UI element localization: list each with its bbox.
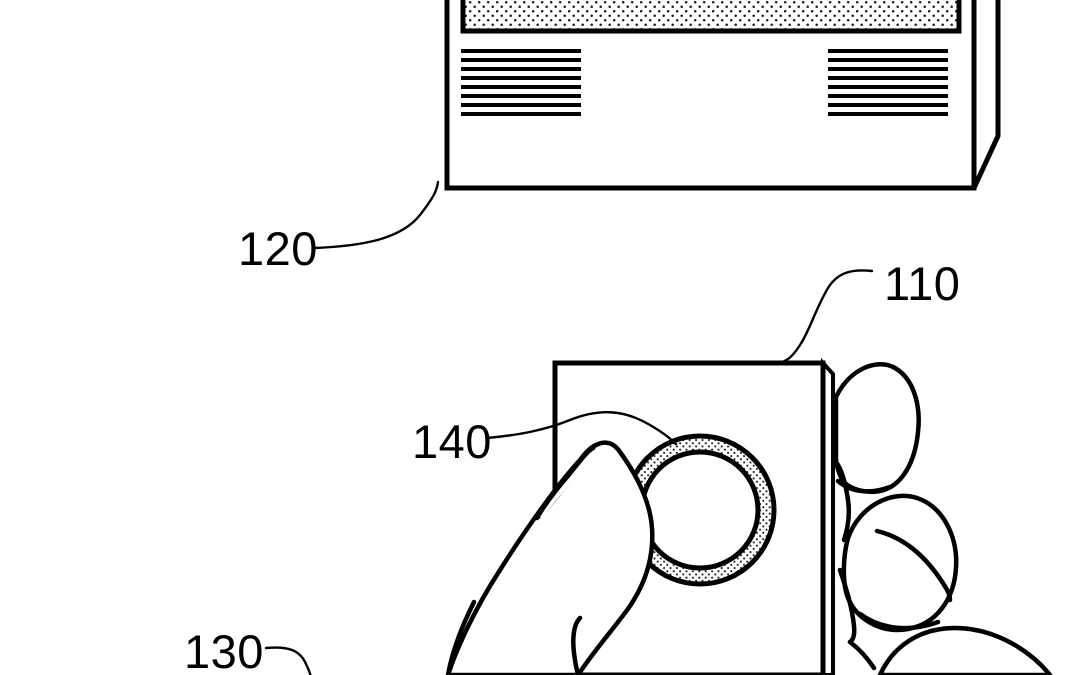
ref-numeral-140: 140 xyxy=(412,415,492,468)
back-hand-contour-a xyxy=(833,459,852,543)
back-finger-middle-crease xyxy=(857,611,941,631)
back-finger-middle-knuckle xyxy=(874,528,953,603)
ref-numeral-110: 110 xyxy=(884,257,960,310)
palm-contour xyxy=(445,599,477,675)
back-finger-middle xyxy=(841,493,959,633)
reference-numeral-labels: 120 110 140 130 xyxy=(184,222,960,675)
speaker-grille-left xyxy=(461,49,581,116)
hand xyxy=(445,362,1053,675)
back-finger-lower xyxy=(877,625,1053,675)
ref-numeral-130: 130 xyxy=(184,625,264,675)
leader-line-130 xyxy=(264,646,312,675)
back-hand-contour-c xyxy=(847,639,877,671)
leader-line-110 xyxy=(780,269,874,364)
palm-edge xyxy=(570,615,583,675)
display-side-panel xyxy=(971,0,1001,190)
back-finger-upper-crease xyxy=(835,478,893,494)
ref-numeral-120: 120 xyxy=(238,222,318,275)
back-finger-upper xyxy=(833,362,921,495)
fingernail-highlight xyxy=(540,450,595,518)
reference-numerals xyxy=(264,180,874,675)
speaker-grille-right xyxy=(828,49,948,116)
display-screen-area xyxy=(460,0,962,34)
leader-line-140 xyxy=(485,411,678,446)
back-hand-contour-b xyxy=(837,567,857,645)
leader-line-120 xyxy=(313,180,440,250)
display-device xyxy=(444,0,1001,191)
